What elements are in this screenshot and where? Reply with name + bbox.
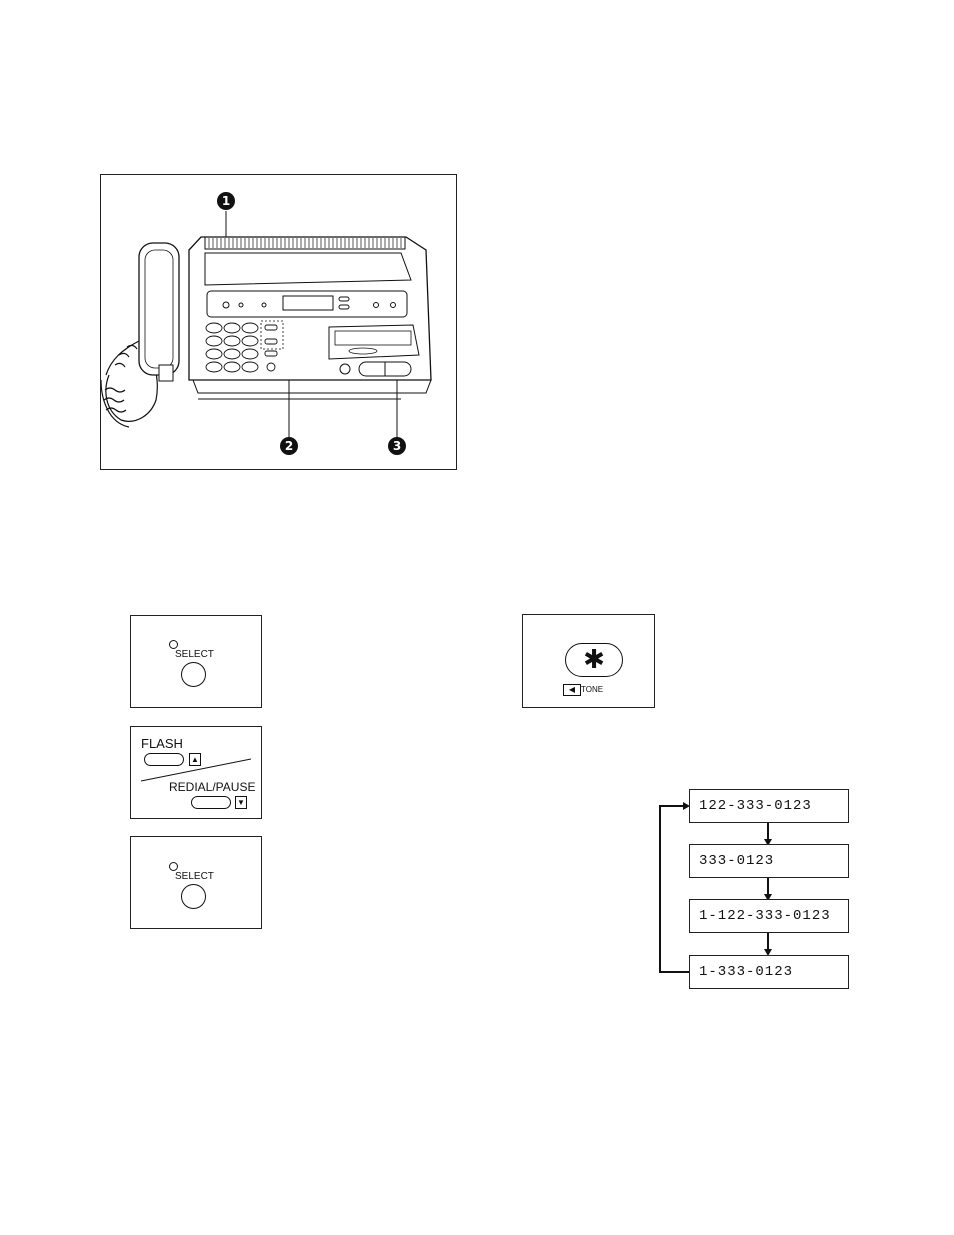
number-format-4: 1-333-0123 bbox=[689, 955, 849, 989]
number-format-3: 1-122-333-0123 bbox=[689, 899, 849, 933]
number-format-2: 333-0123 bbox=[689, 844, 849, 878]
number-format-1: 122-333-0123 bbox=[689, 789, 849, 823]
